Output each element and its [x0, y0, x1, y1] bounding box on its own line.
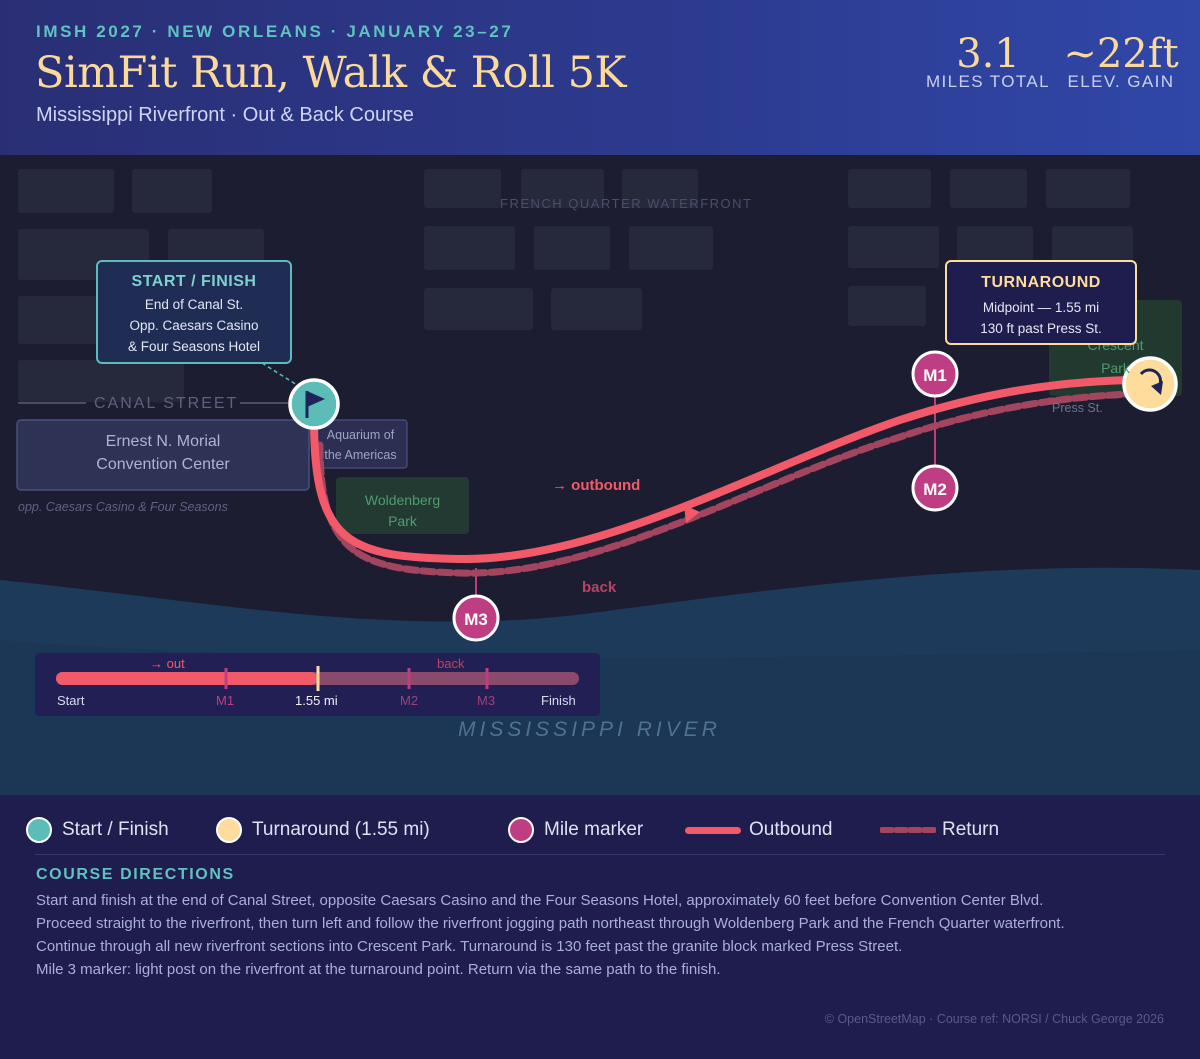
legend-outbound: Outbound — [685, 817, 832, 843]
turnaround-callout-line-1: Midpoint — 1.55 mi — [982, 300, 1100, 315]
press-street-label: Press St. — [1052, 401, 1103, 415]
page-title: SimFit Run, Walk & Roll 5K — [35, 48, 627, 98]
direction-line-1: Start and finish at the end of Canal Str… — [36, 892, 1044, 909]
woldenberg-park-label: Woldenberg Park — [336, 490, 469, 532]
outbound-label: → outbound — [552, 477, 641, 494]
convention-center-label: Ernest N. Morial Convention Center — [17, 430, 309, 476]
header-banner: IMSH 2027 · NEW ORLEANS · JANUARY 23–27 … — [0, 0, 1200, 155]
aquarium-label: Aquarium of the Americas — [314, 425, 407, 465]
woldenberg-line2: Park — [388, 513, 417, 529]
progress-tick-m3-label: M3 — [477, 693, 496, 708]
page-subtitle: Mississippi Riverfront · Out & Back Cour… — [36, 104, 414, 126]
flag-icon — [305, 391, 325, 418]
legend-outbound-text: Outbound — [749, 819, 833, 840]
legend-mile-dot — [508, 817, 534, 843]
turnaround-marker[interactable] — [1122, 356, 1178, 412]
stat-miles: 3.1 MILES TOTAL — [920, 32, 1056, 92]
legend-start-text: Start / Finish — [62, 819, 169, 840]
legend-turnaround: Turnaround (1.55 mi) — [216, 817, 430, 843]
turnaround-callout: TURNAROUND Midpoint — 1.55 mi 130 ft pas… — [945, 260, 1137, 345]
woldenberg-park-area — [336, 477, 469, 534]
progress-fill-outbound — [56, 672, 318, 685]
event-eyebrow: IMSH 2027 · NEW ORLEANS · JANUARY 23–27 — [36, 22, 514, 41]
turnaround-callout-title: TURNAROUND — [981, 274, 1101, 291]
aquarium-line1: Aquarium of — [326, 428, 395, 442]
start-finish-callout: START / FINISH End of Canal St. Opp. Cae… — [96, 260, 292, 364]
convention-center-line2: Convention Center — [96, 456, 230, 473]
progress-tick-finish: Finish — [541, 693, 576, 708]
legend-start-finish: Start / Finish — [26, 817, 169, 843]
marker-m2-label: M2 — [923, 480, 947, 499]
progress-tick-m2-label: M2 — [400, 693, 419, 708]
legend-mile-text: Mile marker — [544, 819, 644, 840]
start-callout-line-3: & Four Seasons Hotel — [127, 339, 261, 354]
stat-miles-label: MILES TOTAL — [925, 72, 1051, 91]
stat-elevation-label: ELEV. GAIN — [1067, 72, 1175, 91]
mile-marker-m2[interactable] — [911, 464, 959, 512]
legend-turnaround-dot — [216, 817, 242, 843]
district-label: FRENCH QUARTER WATERFRONT — [500, 196, 753, 211]
canal-street-label: CANAL STREET — [94, 395, 239, 412]
progress-tick-m1-label: M1 — [216, 693, 235, 708]
direction-line-3: Continue through all new riverfront sect… — [36, 938, 903, 955]
progress-tick-midpoint: 1.55 mi — [295, 693, 338, 708]
legend-mile-marker: Mile marker — [508, 817, 643, 843]
convention-center-note: opp. Caesars Casino & Four Seasons — [18, 500, 228, 514]
marker-m1-label: M1 — [923, 366, 947, 385]
legend-divider — [35, 854, 1165, 855]
mile-marker-m1[interactable] — [911, 350, 959, 398]
back-label: back — [582, 579, 617, 596]
stat-miles-value: 3.1 — [956, 31, 1020, 77]
legend-start-dot — [26, 817, 52, 843]
start-finish-marker[interactable] — [288, 378, 340, 430]
u-turn-arrow-icon — [1139, 368, 1163, 395]
legend-turnaround-text: Turnaround (1.55 mi) — [252, 819, 430, 840]
progress-tick-start: Start — [57, 693, 85, 708]
progress-back-label: back — [437, 656, 465, 671]
legend-return-text: Return — [942, 819, 1000, 840]
legend-outbound-line — [685, 826, 741, 834]
stat-elevation-value: ~22ft — [1063, 31, 1179, 77]
river-label: MISSISSIPPI RIVER — [458, 718, 721, 741]
direction-arrow-icon — [684, 505, 700, 523]
outbound-path — [310, 376, 1134, 564]
stat-elevation: ~22ft ELEV. GAIN — [1062, 32, 1180, 92]
progress-out-label: → out — [150, 656, 185, 671]
direction-line-4: Mile 3 marker: light post on the riverfr… — [36, 961, 721, 978]
legend-return: Return — [880, 817, 999, 843]
return-path — [316, 390, 1134, 577]
convention-center-block — [16, 419, 310, 491]
start-callout-line-1: End of Canal St. — [144, 297, 244, 312]
convention-center-line1: Ernest N. Morial — [105, 433, 221, 450]
mile-marker-m3[interactable] — [452, 594, 500, 642]
aquarium-line2: the Americas — [324, 448, 397, 462]
start-callout-line-2: Opp. Caesars Casino — [129, 318, 259, 333]
turnaround-callout-line-2: 130 ft past Press St. — [980, 321, 1102, 336]
legend-panel — [0, 795, 1200, 1059]
start-callout-title: START / FINISH — [131, 273, 257, 290]
woldenberg-line1: Woldenberg — [364, 492, 441, 508]
crescent-line2: Park — [1101, 360, 1130, 376]
marker-m3-label: M3 — [464, 610, 488, 629]
map-credit: © OpenStreetMap · Course ref: NORSI / Ch… — [824, 1012, 1164, 1026]
direction-line-2: Proceed straight to the riverfront, then… — [36, 915, 1065, 932]
legend-return-line — [880, 827, 936, 833]
directions-title: COURSE DIRECTIONS — [36, 866, 235, 883]
